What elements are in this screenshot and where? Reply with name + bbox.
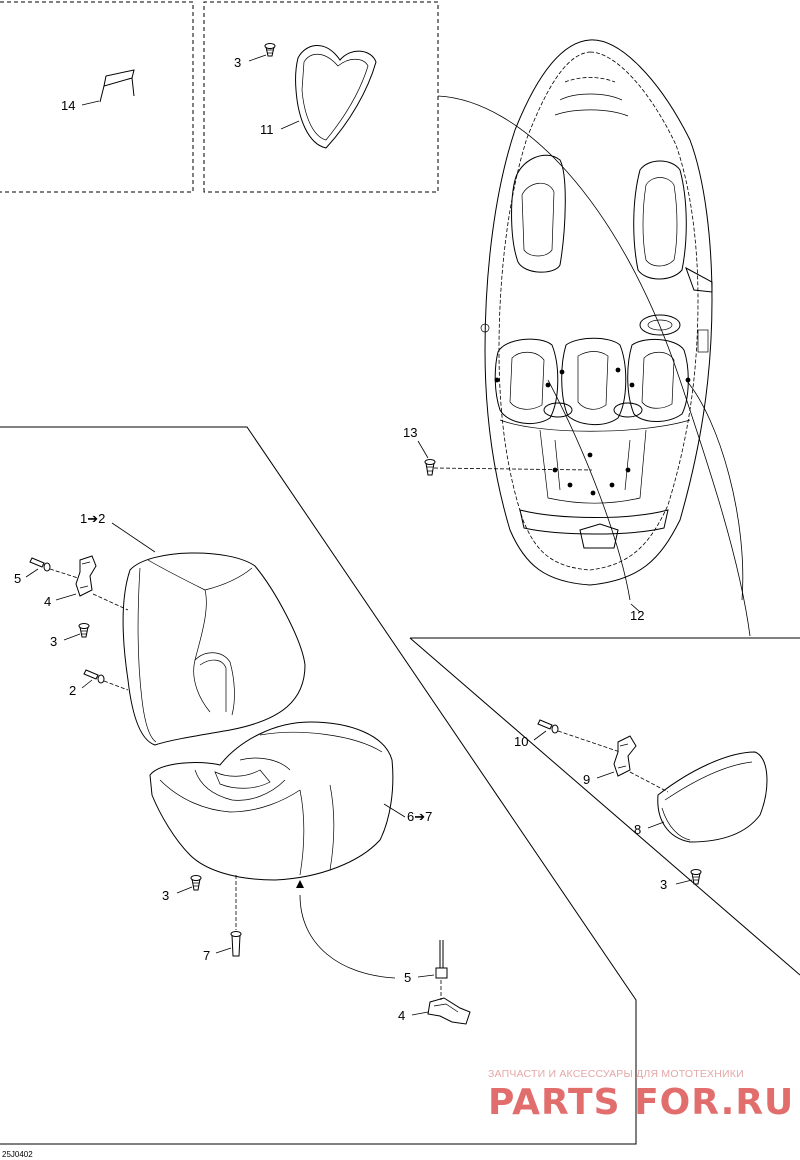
screw-part-3-bottom bbox=[190, 875, 202, 891]
callout-10: 10 bbox=[514, 734, 528, 749]
rivet-part-5-left bbox=[29, 557, 51, 572]
rivet-part-10 bbox=[537, 719, 559, 734]
watermark-tagline: ЗАПЧАСТИ И АКСЕССУАРЫ ДЛЯ МОТОТЕХНИКИ bbox=[488, 1068, 744, 1080]
callout-8: 8 bbox=[634, 822, 641, 837]
screw-part-3-right bbox=[690, 869, 702, 885]
reference-code: 25J0402 bbox=[2, 1150, 33, 1159]
seat-cushion-part-6 bbox=[149, 721, 394, 881]
callout-7: 7 bbox=[203, 948, 210, 963]
seat-panel-frame bbox=[0, 426, 637, 1145]
callout-5-bottom: 5 bbox=[404, 970, 411, 985]
callout-9: 9 bbox=[583, 772, 590, 787]
callout-4-bottom: 4 bbox=[398, 1008, 405, 1023]
rivet-part-2 bbox=[83, 669, 105, 684]
watermark: ЗАПЧАСТИ И АКСЕССУАРЫ ДЛЯ МОТОТЕХНИКИ PA… bbox=[488, 1068, 794, 1123]
callout-12: 12 bbox=[630, 608, 644, 623]
bracket-part-14 bbox=[99, 69, 135, 103]
screw-part-13 bbox=[424, 459, 436, 476]
screw-part-3-top bbox=[264, 43, 276, 57]
clip-part-4-bottom bbox=[427, 997, 471, 1025]
callout-14: 14 bbox=[61, 98, 75, 113]
stud-part-5-bottom bbox=[435, 940, 448, 979]
screw-part-3-left bbox=[78, 623, 90, 638]
callout-3-left: 3 bbox=[50, 634, 57, 649]
callout-4-left: 4 bbox=[44, 594, 51, 609]
callout-1-2: 1➔2 bbox=[80, 511, 105, 526]
callout-6-7: 6➔7 bbox=[407, 809, 432, 824]
callout-2: 2 bbox=[69, 683, 76, 698]
inset-box-heart-pad: 3 11 bbox=[203, 1, 439, 193]
callout-3-right: 3 bbox=[660, 877, 667, 892]
pin-part-7 bbox=[230, 931, 242, 957]
heart-pad-part-11 bbox=[295, 45, 377, 149]
callout-5-left: 5 bbox=[14, 571, 21, 586]
callout-3-top: 3 bbox=[234, 55, 241, 70]
hull-top-view bbox=[480, 39, 713, 586]
backrest-part-1 bbox=[122, 552, 306, 746]
watermark-brand: PARTS FOR.RU bbox=[488, 1082, 794, 1123]
headrest-panel-frame bbox=[409, 637, 800, 976]
leader-curves bbox=[437, 95, 751, 637]
inset-box-bracket: 14 bbox=[0, 1, 194, 193]
headrest-part-8 bbox=[657, 751, 768, 843]
clip-part-4-left bbox=[75, 555, 97, 597]
callout-11: 11 bbox=[260, 122, 274, 137]
callout-13: 13 bbox=[403, 425, 417, 440]
clip-part-9 bbox=[613, 735, 637, 777]
callout-3-bottom: 3 bbox=[162, 888, 169, 903]
